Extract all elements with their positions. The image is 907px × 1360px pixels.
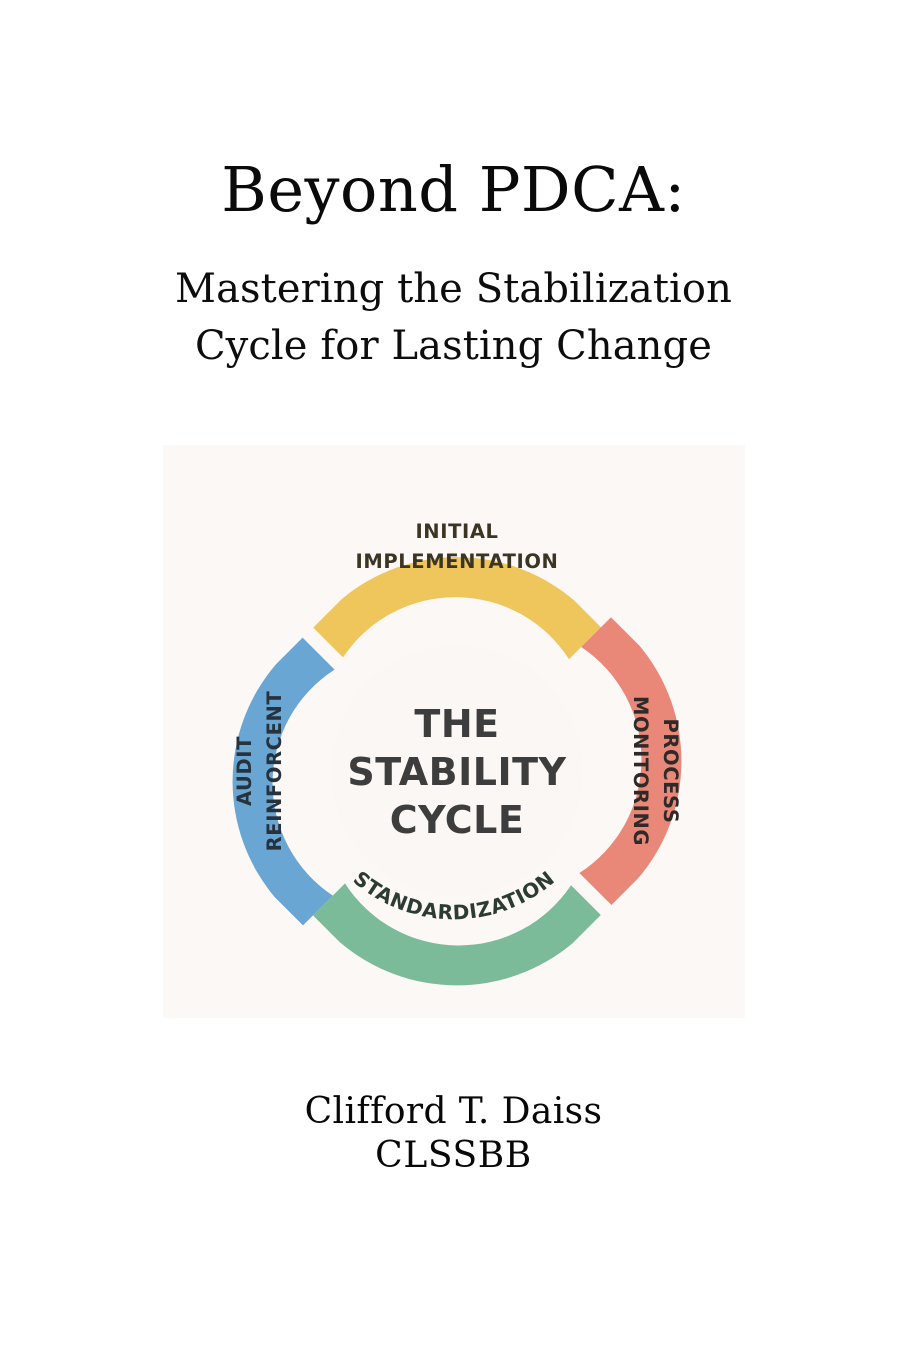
segment-label-line-2: IMPLEMENTATION: [356, 550, 559, 573]
center-hub: [331, 645, 583, 897]
cycle-svg: INITIAL IMPLEMENTATION PROCESS MONITORIN…: [163, 445, 745, 1018]
segment-standardization[interactable]: [313, 883, 601, 986]
segment-label-line-2: MONITORING: [629, 696, 652, 846]
subtitle-line-2: Cycle for Lasting Change: [194, 323, 713, 370]
segment-label-line-2: REINFORCENT: [263, 691, 286, 852]
stability-cycle-diagram: INITIAL IMPLEMENTATION PROCESS MONITORIN…: [163, 445, 745, 1018]
subtitle-line-1: Mastering the Stabilization: [175, 266, 732, 313]
label-audit-reinforcement: AUDIT REINFORCENT: [233, 691, 286, 852]
segment-initial-implementation[interactable]: [313, 557, 601, 660]
center-text: THE STABILITY CYCLE: [347, 702, 566, 842]
segment-audit-reinforcement[interactable]: [232, 637, 335, 926]
segment-label-line-1: INITIAL: [415, 520, 498, 543]
title-block: Beyond PDCA: Mastering the Stabilization…: [0, 158, 907, 375]
label-process-monitoring: PROCESS MONITORING: [629, 696, 682, 846]
subtitle: Mastering the Stabilization Cycle for La…: [0, 261, 907, 375]
author-credentials: CLSSBB: [375, 1134, 532, 1176]
author-block: Clifford T. Daiss CLSSBB: [0, 1090, 907, 1178]
center-label-line-3: CYCLE: [390, 798, 525, 842]
page-title: Beyond PDCA:: [221, 153, 686, 226]
center-label-line-1: THE: [414, 702, 499, 746]
segment-label-line-1: AUDIT: [233, 736, 256, 806]
center-label-line-2: STABILITY: [347, 750, 566, 794]
segment-label-line-1: PROCESS: [659, 719, 682, 824]
author-name: Clifford T. Daiss: [304, 1091, 603, 1132]
label-initial-implementation: INITIAL IMPLEMENTATION: [356, 520, 559, 573]
segment-process-monitoring[interactable]: [579, 617, 682, 905]
